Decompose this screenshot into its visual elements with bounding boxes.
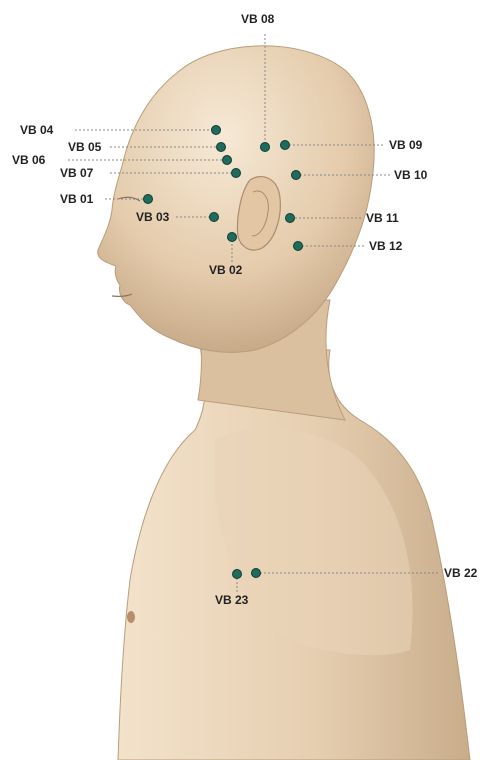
point-vb23-label: VB 23 (215, 593, 249, 607)
point-vb04-marker (212, 126, 221, 135)
point-vb06-marker (223, 156, 232, 165)
point-vb23-marker (233, 570, 242, 579)
point-vb03-marker (210, 213, 219, 222)
point-vb22-marker (252, 569, 261, 578)
point-vb08-marker (261, 143, 270, 152)
point-vb10-marker (292, 171, 301, 180)
point-vb05-label: VB 05 (68, 140, 102, 154)
point-vb04-label: VB 04 (20, 123, 54, 137)
point-vb12-marker (294, 242, 303, 251)
point-vb09-marker (281, 141, 290, 150)
point-vb11-marker (286, 214, 295, 223)
point-vb08-label: VB 08 (241, 12, 275, 26)
point-vb07-marker (232, 169, 241, 178)
point-vb02-marker (228, 233, 237, 242)
point-vb06-label: VB 06 (12, 153, 46, 167)
point-vb10-label: VB 10 (394, 168, 428, 182)
point-vb01-label: VB 01 (60, 192, 94, 206)
head-silhouette (98, 46, 374, 353)
point-vb12-label: VB 12 (369, 239, 403, 253)
nipple-mark (127, 611, 135, 623)
point-vb05-marker (217, 143, 226, 152)
point-vb01-marker (144, 195, 153, 204)
point-vb11-label: VB 11 (366, 211, 399, 225)
point-vb09-label: VB 09 (389, 138, 423, 152)
point-vb07-label: VB 07 (60, 166, 94, 180)
point-vb02-label: VB 02 (209, 263, 243, 277)
point-vb03-label: VB 03 (136, 210, 170, 224)
point-vb22-label: VB 22 (444, 566, 478, 580)
